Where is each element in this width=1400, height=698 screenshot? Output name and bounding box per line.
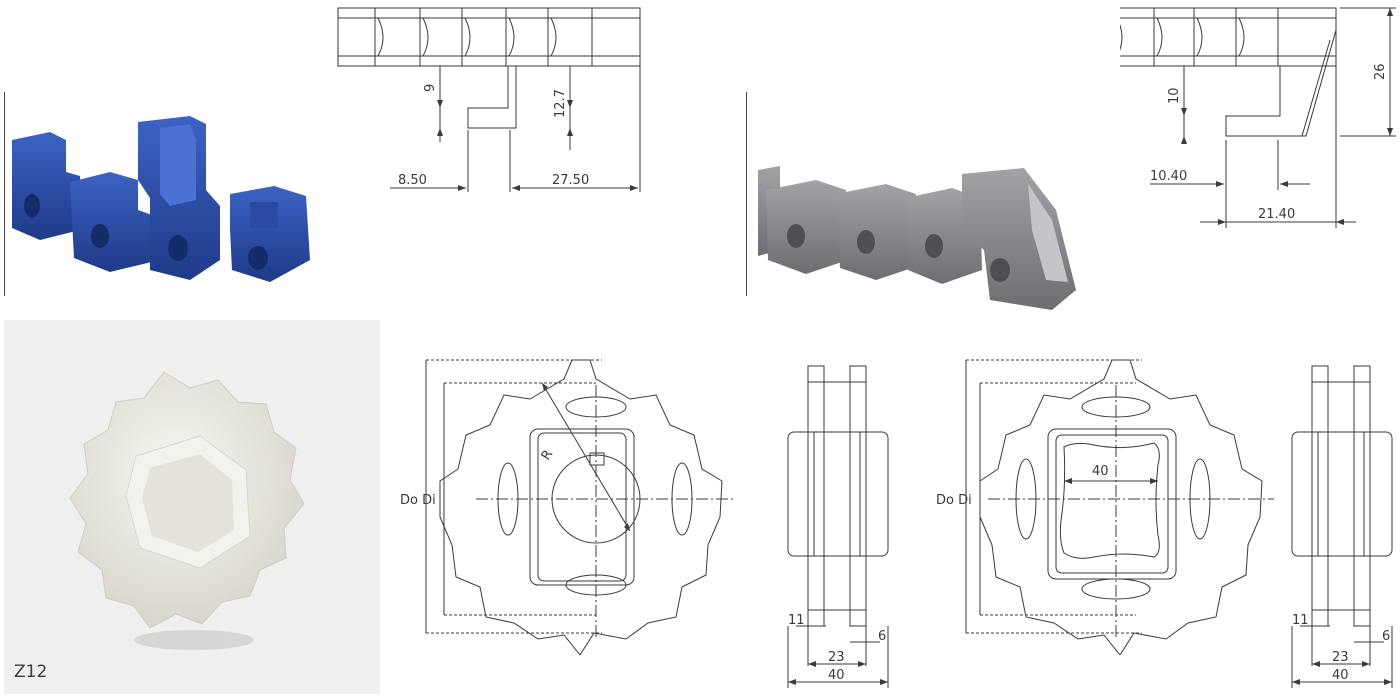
dim-23-b: 23	[1332, 650, 1349, 665]
bore-40-label: 40	[1092, 464, 1109, 479]
dim-6-b: 6	[1382, 629, 1390, 644]
dim-40-b: 40	[1332, 668, 1349, 683]
separator-line-left	[4, 92, 5, 296]
dim-11: 11	[788, 613, 805, 628]
dim-11-b: 11	[1292, 613, 1309, 628]
dim-12-7: 12.7	[553, 89, 568, 118]
dim-10: 10	[1167, 87, 1182, 104]
sprocket-side-view-left: 11 6 23 40	[787, 365, 889, 688]
blue-chain-photo	[12, 116, 310, 282]
do-di-label-2: Do Di	[936, 493, 972, 508]
blue-chain-drawing: 9 12.7 8.50 27.50	[337, 7, 641, 192]
dim-27-50: 27.50	[552, 173, 589, 188]
dim-10-40: 10.40	[1150, 169, 1187, 184]
dim-6: 6	[878, 629, 886, 644]
dim-9: 9	[423, 84, 438, 92]
sprocket-photo-graphic	[4, 320, 380, 694]
dim-40: 40	[828, 668, 845, 683]
grey-chain-drawing: 10 26 10.40 21.40	[1120, 7, 1396, 228]
dim-23: 23	[828, 650, 845, 665]
dim-8-50: 8.50	[398, 173, 427, 188]
tooth-count-label: Z12	[14, 662, 48, 682]
do-di-label: Do Di	[400, 493, 436, 508]
separator-line-middle	[746, 92, 747, 296]
grey-chain-photo	[758, 166, 1076, 310]
sprocket-photo	[4, 320, 380, 694]
sprocket-round-bore-drawing: Do Di R	[400, 359, 734, 655]
dim-21-40: 21.40	[1258, 207, 1295, 222]
sprocket-square-bore-drawing: Do Di 40	[936, 359, 1274, 655]
sprocket-side-view-right: 11 6 23 40	[1291, 365, 1393, 688]
dim-26: 26	[1373, 63, 1388, 80]
radius-label: R	[539, 447, 557, 463]
